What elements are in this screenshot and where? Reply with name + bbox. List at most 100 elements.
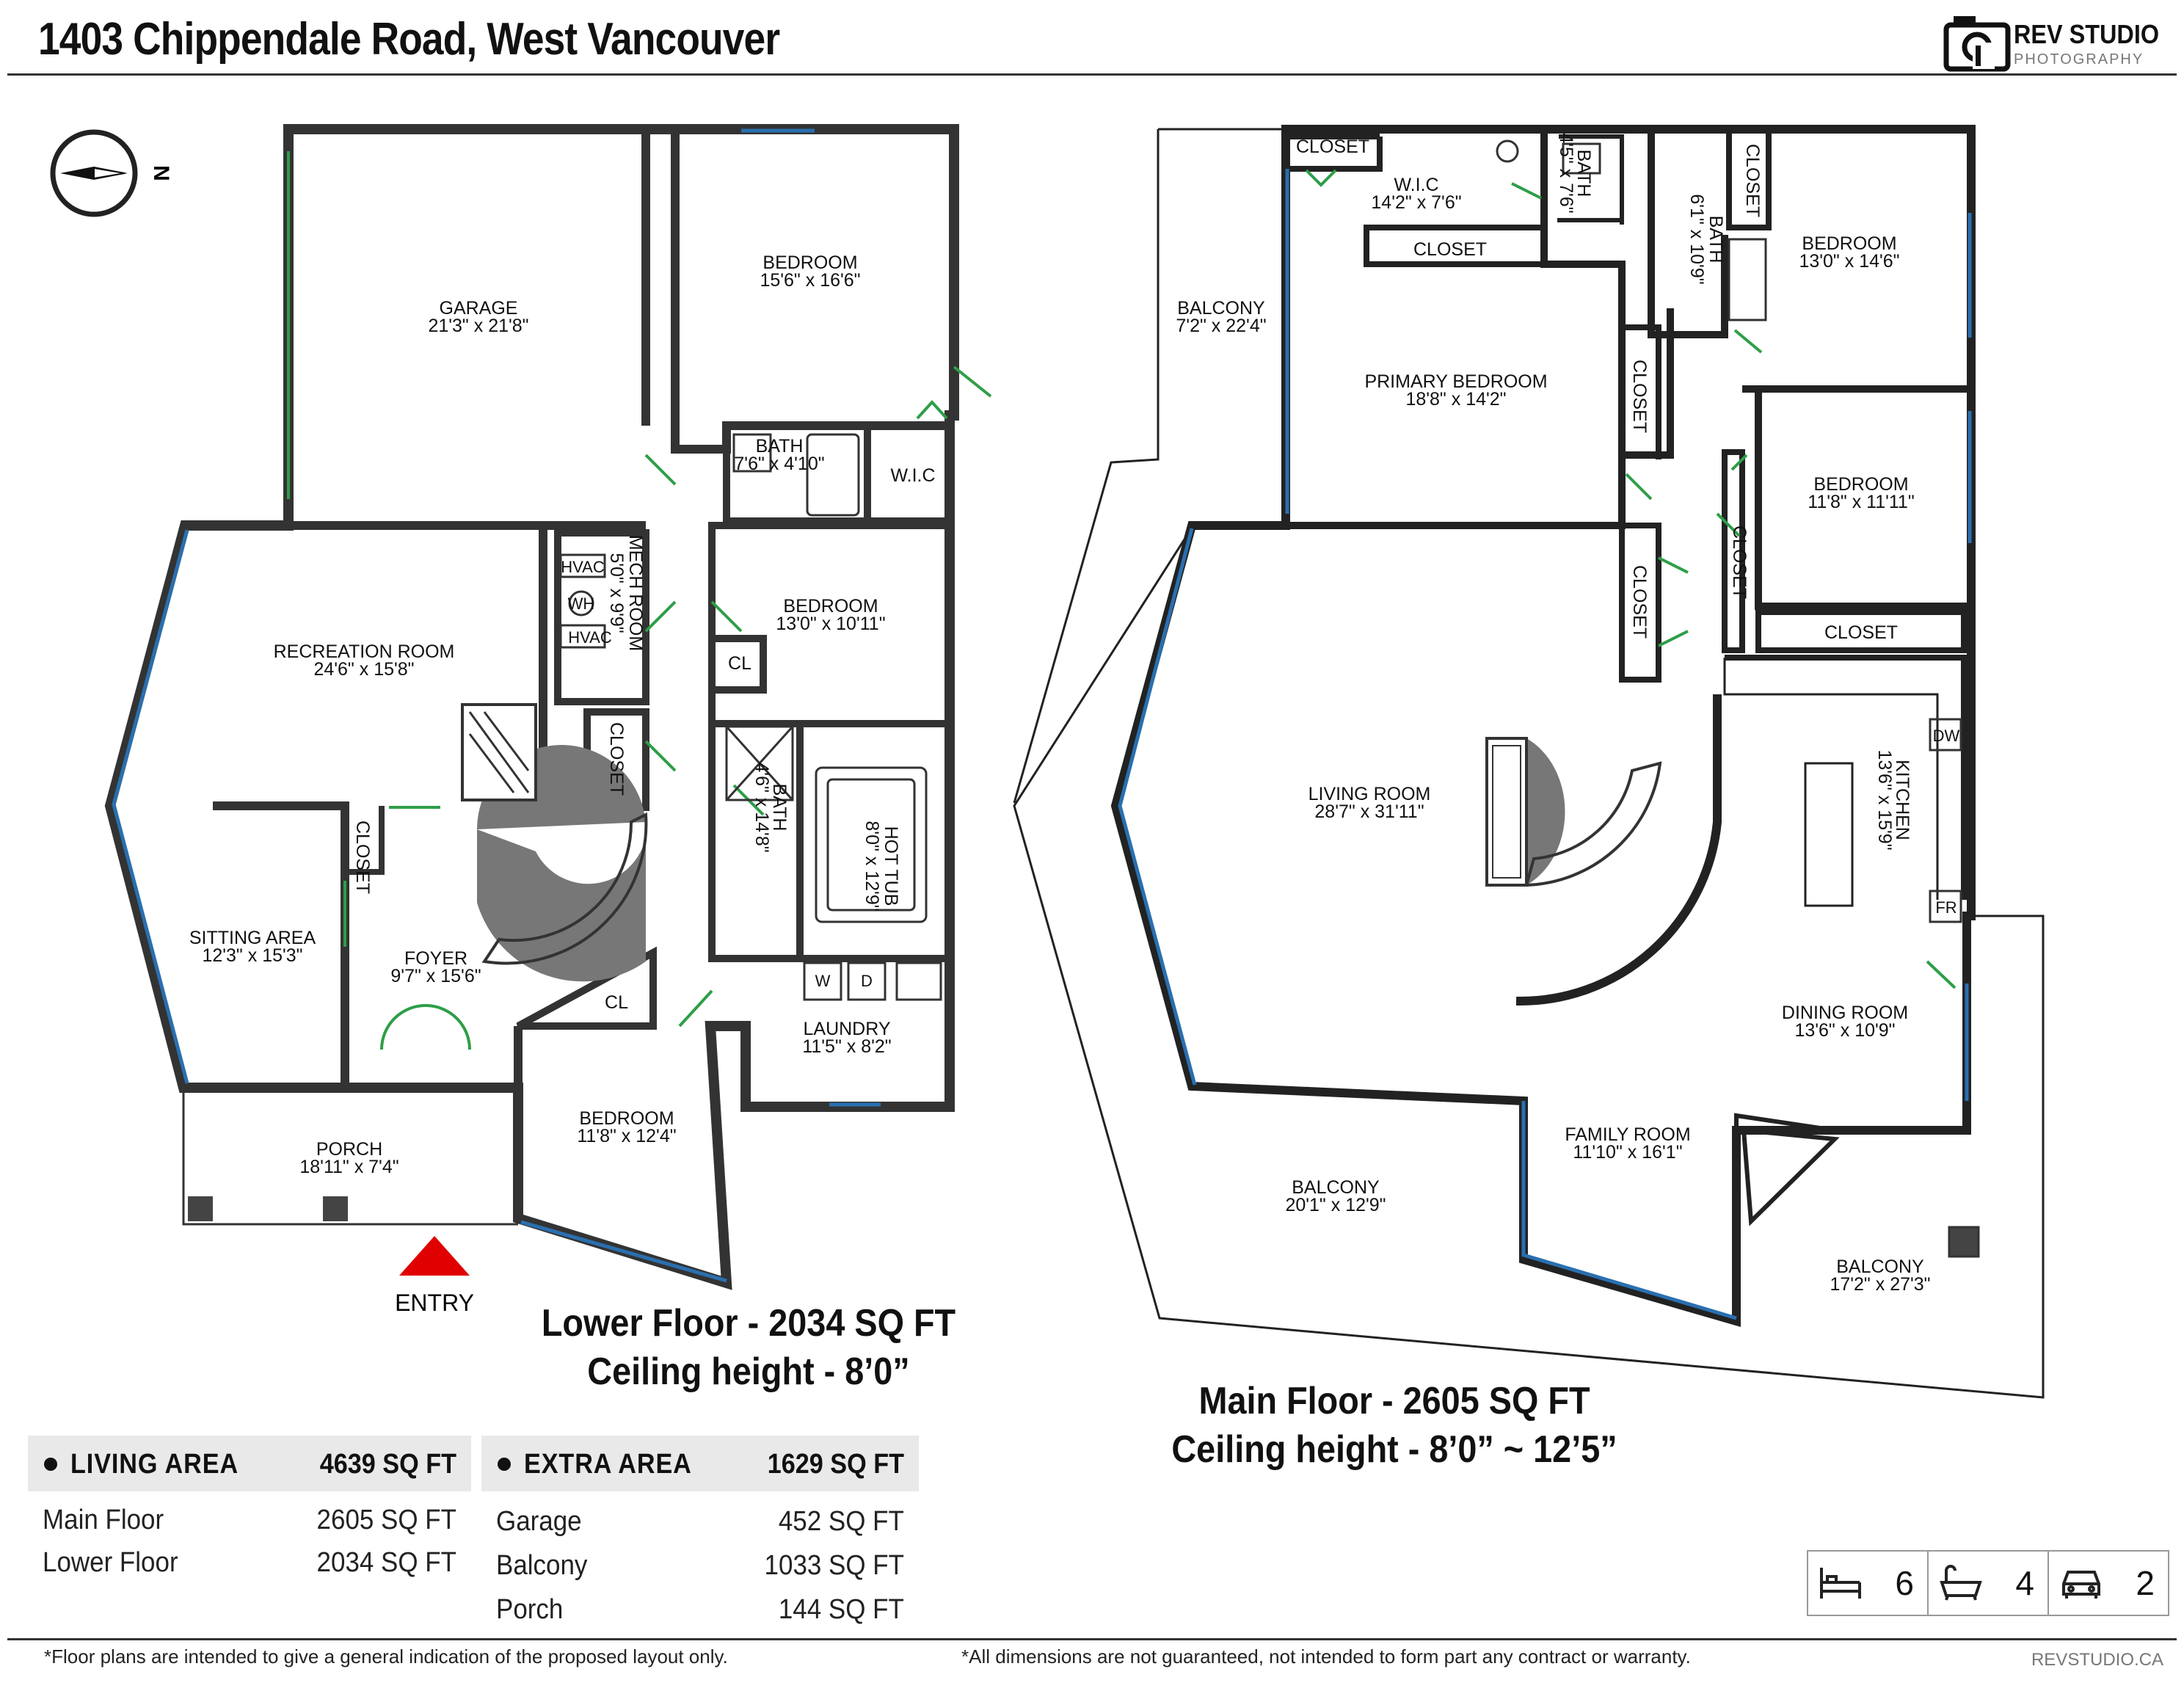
footer-divider xyxy=(7,1638,2177,1640)
main-floor-heading: Main Floor - 2605 SQ FT Ceiling height -… xyxy=(1117,1377,1672,1474)
room-dims: 7'6" x 4'10" xyxy=(734,454,824,474)
main-floor-area: Main Floor - 2605 SQ FT xyxy=(1198,1380,1590,1422)
main-fixtures xyxy=(1496,139,1980,1258)
room-dims: 24'6" x 15'8" xyxy=(313,659,414,680)
room-name: CL xyxy=(605,992,628,1013)
room-name: LAUNDRY xyxy=(803,1019,890,1039)
room-name: GARAGE xyxy=(440,298,518,319)
room-dims: 12'3" x 15'3" xyxy=(202,945,302,966)
room-name: HOT TUB xyxy=(881,826,901,906)
footer-disclaimer-dimensions: *All dimensions are not guaranteed, not … xyxy=(961,1645,1691,1668)
extra-area-header: EXTRA AREA 1629 SQ FT xyxy=(481,1436,919,1491)
bullet-icon xyxy=(44,1458,57,1471)
lower-floor-doors xyxy=(287,151,992,1050)
room-name: CL xyxy=(728,653,751,674)
header-divider xyxy=(7,73,2177,76)
room-dims: 28'7" x 31'11" xyxy=(1314,801,1424,822)
room-dims: 18'11" x 7'4" xyxy=(299,1157,398,1177)
hvac-label: HVAC xyxy=(561,558,605,576)
room-name: PRIMARY BEDROOM xyxy=(1364,371,1547,392)
parking-count-value: 2 xyxy=(2136,1564,2155,1602)
room-dims: 18'8" x 14'2" xyxy=(1405,389,1506,410)
room-name: CLOSET xyxy=(1824,622,1898,643)
room-dims: 11'5" x 8'2" xyxy=(802,1036,891,1057)
room-dims: 13'6" x 15'9" xyxy=(1874,749,1895,850)
property-address: 1403 Chippendale Road, West Vancouver xyxy=(38,14,780,65)
room-dims: 7'2" x 22'4" xyxy=(1176,316,1266,336)
room-name: CLOSET xyxy=(352,821,373,894)
room-name: BEDROOM xyxy=(579,1108,674,1129)
car-icon xyxy=(2062,1571,2100,1599)
room-name: LIVING ROOM xyxy=(1308,784,1431,804)
rev-studio-logo: REV STUDIO PHOTOGRAPHY xyxy=(1943,12,2163,72)
table-row: Balcony 1033 SQ FT xyxy=(481,1544,919,1587)
room-name: MECH ROOM xyxy=(625,535,646,651)
extra-area-label: EXTRA AREA xyxy=(524,1449,692,1480)
room-dims: 9'7" x 15'6" xyxy=(390,966,481,986)
room-name: DINING ROOM xyxy=(1782,1003,1908,1023)
room-dims: 11'10" x 16'1" xyxy=(1573,1142,1682,1163)
bathroom-count-value: 4 xyxy=(2015,1564,2034,1602)
room-name: BEDROOM xyxy=(783,596,878,617)
main-floor-windows xyxy=(1118,169,1972,1320)
row-label: Garage xyxy=(496,1506,582,1537)
parking-count: 2 xyxy=(2049,1552,2168,1615)
room-name: KITCHEN xyxy=(1892,760,1912,840)
lower-room-labels: GARAGE 21'3" x 21'8" BEDROOM 15'6" x 16'… xyxy=(189,252,936,1177)
room-name: CLOSET xyxy=(1629,565,1650,639)
room-dims: 6'1" x 10'9" xyxy=(1686,194,1707,284)
room-dims: 11'8" x 12'4" xyxy=(577,1126,676,1146)
footer-website: REVSTUDIO.CA xyxy=(2031,1650,2163,1670)
dryer-label: D xyxy=(861,972,873,990)
room-dims: 8'0" x 12'9" xyxy=(862,821,882,911)
bedroom-count-value: 6 xyxy=(1895,1564,1914,1602)
main-room-labels: CLOSET W.I.C 14'2" x 7'6" CLOSET BATH 4'… xyxy=(1176,133,1930,1295)
room-name: BATH xyxy=(1706,216,1726,263)
lower-floor-ceiling: Ceiling height - 8’0” xyxy=(587,1350,910,1393)
room-name: W.I.C xyxy=(890,465,935,486)
room-name: BALCONY xyxy=(1292,1177,1380,1198)
room-name: RECREATION ROOM xyxy=(274,641,455,662)
dishwasher-label: DW xyxy=(1933,727,1960,745)
lower-floor-windows xyxy=(112,128,881,1283)
lower-floor-plan xyxy=(104,124,959,1290)
lower-floor-heading: Lower Floor - 2034 SQ FT Ceiling height … xyxy=(498,1299,1000,1396)
room-dims: 4'6" x 14'8" xyxy=(751,762,772,852)
room-name: FAMILY ROOM xyxy=(1565,1124,1690,1145)
room-name: CLOSET xyxy=(1413,239,1487,260)
room-dims: 13'0" x 10'11" xyxy=(776,614,885,634)
room-name: W.I.C xyxy=(1394,175,1438,195)
camera-logo-icon xyxy=(1943,16,2011,72)
room-dims: 15'6" x 16'6" xyxy=(760,270,860,291)
row-value: 2034 SQ FT xyxy=(316,1547,456,1578)
room-name: CLOSET xyxy=(1729,526,1750,599)
room-dims: 17'2" x 27'3" xyxy=(1830,1274,1930,1295)
room-dims: 5'0" x 9'9" xyxy=(606,553,627,633)
room-name: CLOSET xyxy=(606,722,627,796)
row-label: Porch xyxy=(496,1594,564,1625)
porch-post xyxy=(323,1196,348,1221)
row-label: Main Floor xyxy=(43,1505,164,1535)
room-name: PORCH xyxy=(316,1139,382,1160)
lower-fixtures xyxy=(559,433,942,1001)
table-row: Porch 144 SQ FT xyxy=(481,1588,919,1631)
row-value: 144 SQ FT xyxy=(779,1594,904,1625)
main-fixture-labels: DW FR xyxy=(1933,727,1960,917)
main-floor-doors xyxy=(1305,169,1956,989)
table-row: Main Floor 2605 SQ FT xyxy=(28,1499,471,1541)
table-row: Lower Floor 2034 SQ FT xyxy=(28,1541,471,1584)
living-area-header: LIVING AREA 4639 SQ FT xyxy=(28,1436,471,1491)
compass-north-label: N xyxy=(149,165,173,181)
room-name: CLOSET xyxy=(1742,144,1763,217)
bullet-icon xyxy=(498,1458,511,1471)
row-value: 2605 SQ FT xyxy=(316,1505,456,1535)
washer-label: W xyxy=(815,972,831,990)
bed-icon xyxy=(1820,1568,1861,1599)
compass-icon xyxy=(50,129,138,217)
water-heater-label: WH xyxy=(568,594,595,613)
room-name: SITTING AREA xyxy=(189,928,316,948)
row-label: Lower Floor xyxy=(43,1547,178,1578)
floor-plans: N xyxy=(50,124,2045,1399)
brand-subtitle: PHOTOGRAPHY xyxy=(2014,51,2144,68)
room-name: BALCONY xyxy=(1836,1257,1924,1277)
